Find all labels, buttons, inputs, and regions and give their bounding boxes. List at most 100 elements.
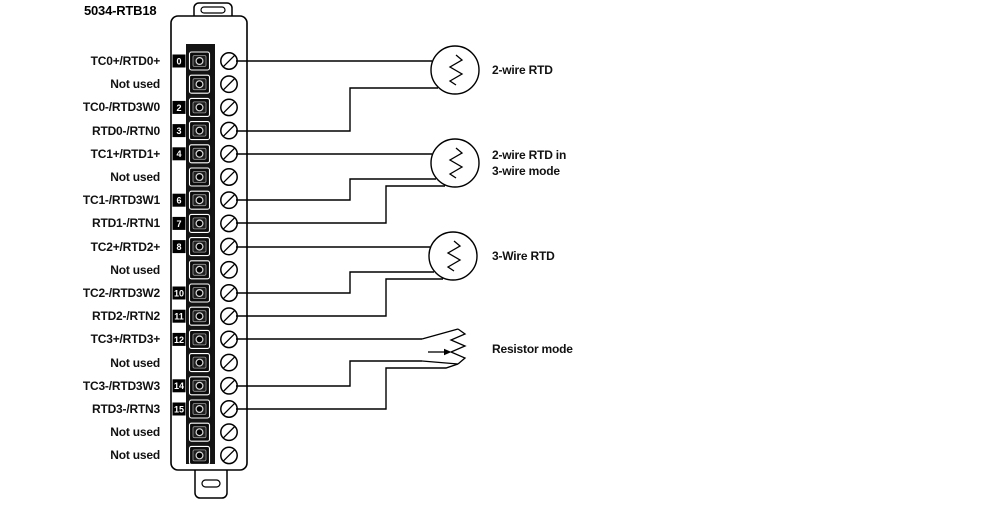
terminal-number: 6	[176, 196, 181, 206]
wire	[236, 87, 438, 132]
terminal-clamp	[188, 144, 211, 164]
terminal-clamp	[188, 190, 211, 210]
terminal-clamp	[188, 97, 211, 117]
sensor-label-resistor-mode: Resistor mode	[492, 342, 573, 356]
module-title: 5034-RTB18	[84, 3, 157, 18]
terminal-screw	[220, 284, 238, 302]
terminal-label: RTD1-/RTN1	[91, 216, 160, 231]
terminal-number-tag: 0	[172, 54, 186, 68]
terminal-clamp	[188, 121, 211, 141]
terminal-label: Not used	[110, 77, 160, 92]
terminal-label: TC2-/RTD3W2	[82, 286, 160, 300]
2-wire-rtd-symbol	[430, 45, 480, 95]
wire	[236, 363, 459, 410]
sensor-symbols	[421, 45, 480, 365]
bottom-tab-slot	[201, 479, 221, 488]
terminal-label: Not used	[110, 262, 160, 277]
wire	[236, 185, 445, 224]
terminal-screw	[220, 75, 238, 94]
top-tab-slot	[200, 6, 226, 14]
terminal-label: TC1-/RTD3W1	[82, 193, 160, 208]
terminal-number: 10	[174, 288, 184, 298]
terminal-screw	[220, 214, 238, 233]
resistor-mode-symbol	[421, 328, 467, 365]
terminal-number-tag: 4	[172, 147, 186, 161]
terminal-screw	[220, 191, 238, 210]
terminal-screw	[220, 98, 238, 117]
terminal-screw	[220, 400, 238, 418]
terminal-number: 11	[174, 312, 184, 322]
terminal-number-tag: 10	[172, 286, 186, 300]
terminal-clamp	[188, 237, 211, 257]
terminal-clamp	[188, 376, 211, 396]
terminal-number-tag: 15	[172, 402, 186, 416]
terminal-number: 7	[176, 219, 181, 229]
terminal-number-tag: 7	[172, 216, 186, 230]
terminal-number: 2	[176, 103, 181, 113]
terminal-screw	[220, 52, 238, 70]
terminal-number-tag: 14	[172, 379, 186, 393]
terminal-number: 4	[176, 149, 181, 159]
wire	[236, 271, 434, 294]
3-wire-rtd-symbol	[428, 231, 478, 281]
terminal-screw	[220, 353, 238, 372]
terminal-label: Not used	[110, 448, 160, 463]
terminal-clamp	[188, 260, 211, 280]
terminal-clamp	[188, 74, 211, 94]
wire	[236, 360, 422, 387]
terminal-screw	[220, 423, 238, 442]
terminal-number-tag: 12	[172, 332, 186, 346]
terminal-screw	[220, 307, 238, 326]
terminal-number: 8	[176, 242, 181, 252]
terminal-clamp	[188, 306, 211, 326]
terminals: 0 2 3 4 6 7 8 10 11 12 14 15	[172, 51, 238, 465]
terminal-label: TC3+/RTD3+	[90, 332, 161, 347]
terminal-screw	[220, 260, 238, 279]
terminal-label: TC3-/RTD3W3	[82, 378, 160, 393]
terminal-number-tag: 8	[172, 240, 186, 254]
sensor-label-2-wire-rtd: 2-wire RTD	[492, 63, 553, 77]
terminal-screw	[220, 237, 238, 256]
terminal-clamp	[188, 213, 211, 233]
terminal-label: Not used	[110, 425, 160, 440]
terminal-label: Not used	[110, 355, 160, 370]
terminal-label: TC0+/RTD0+	[90, 54, 161, 68]
terminal-clamp	[188, 422, 211, 442]
terminal-clamp	[188, 445, 211, 465]
terminal-screw	[220, 168, 238, 186]
sensor-label-2-wire-rtd-3-wire-mode: 2-wire RTD in 3-wire mode	[492, 148, 567, 178]
terminal-clamp	[188, 329, 211, 349]
terminal-screw	[220, 446, 238, 465]
terminal-label: TC0-/RTD3W0	[82, 100, 160, 115]
wire	[236, 278, 443, 317]
terminal-screw	[220, 376, 238, 395]
terminal-clamp	[188, 167, 211, 187]
terminal-clamp	[188, 353, 211, 373]
terminal-label: Not used	[110, 170, 160, 184]
terminal-number-tag: 6	[172, 193, 186, 207]
terminal-number: 0	[176, 56, 181, 66]
2-wire-rtd-3-wire-mode-symbol	[430, 138, 480, 188]
terminal-screw	[220, 144, 238, 163]
terminal-clamp	[188, 283, 211, 303]
terminal-clamp	[188, 399, 211, 419]
resistor-arrow-icon	[428, 348, 452, 356]
terminal-label: RTD3-/RTN3	[91, 402, 160, 416]
terminal-number-tag: 3	[172, 124, 186, 138]
terminal-number-tag: 11	[172, 309, 186, 323]
terminal-label: TC2+/RTD2+	[90, 239, 161, 254]
terminal-number: 12	[174, 335, 184, 345]
terminal-label: RTD0-/RTN0	[91, 123, 160, 138]
sensor-label-3-wire-rtd: 3-Wire RTD	[492, 249, 555, 263]
wires	[236, 60, 459, 410]
terminal-label: TC1+/RTD1+	[90, 146, 161, 161]
wire	[236, 178, 436, 201]
terminal-screw	[220, 330, 238, 349]
terminal-number: 14	[174, 381, 184, 391]
terminal-screw	[220, 121, 238, 140]
terminal-label: RTD2-/RTN2	[91, 309, 160, 324]
terminal-number: 3	[176, 126, 181, 136]
terminal-number-tag: 2	[172, 100, 186, 114]
